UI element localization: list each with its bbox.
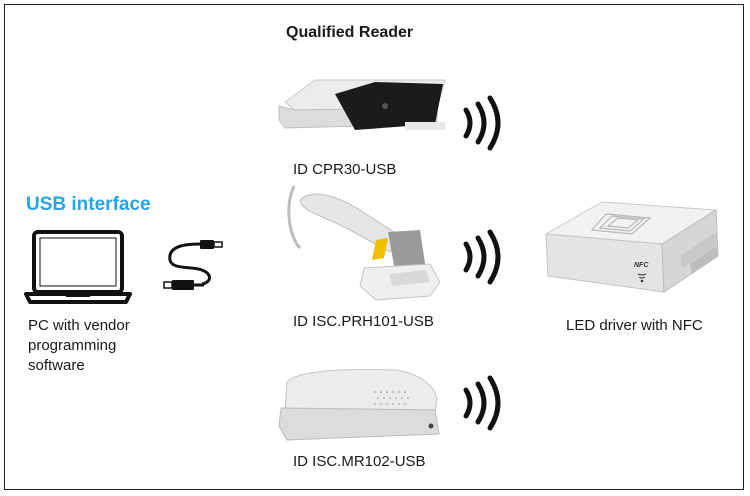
wireless-waves-icon	[463, 95, 501, 151]
handheld-scanner-icon	[287, 185, 441, 301]
desktop-reader-icon	[278, 79, 446, 130]
reader-label-mr102: ID ISC.MR102-USB	[293, 453, 426, 470]
reader-label-prh101: ID ISC.PRH101-USB	[293, 313, 434, 330]
nfc-mark: NFC	[634, 262, 649, 269]
led-driver-device-icon	[544, 201, 719, 293]
pc-label-line: programming	[28, 337, 117, 354]
usb-interface-heading: USB interface	[26, 194, 151, 215]
pc-label-line: software	[28, 357, 85, 374]
nfc-signal-icon	[637, 273, 647, 283]
reader-label-cpr30: ID CPR30-USB	[293, 161, 397, 178]
wireless-waves-icon	[463, 229, 501, 285]
diagram-title: Qualified Reader	[286, 24, 414, 41]
pc-label: PC with vendor programming software	[28, 316, 130, 376]
led-driver-label: LED driver with NFC	[566, 317, 703, 334]
usb-cable-icon	[163, 240, 223, 290]
laptop-icon	[24, 230, 132, 304]
pc-label-line: PC with vendor	[28, 317, 130, 334]
mid-range-reader-icon	[278, 369, 440, 441]
wireless-waves-icon	[463, 375, 501, 431]
